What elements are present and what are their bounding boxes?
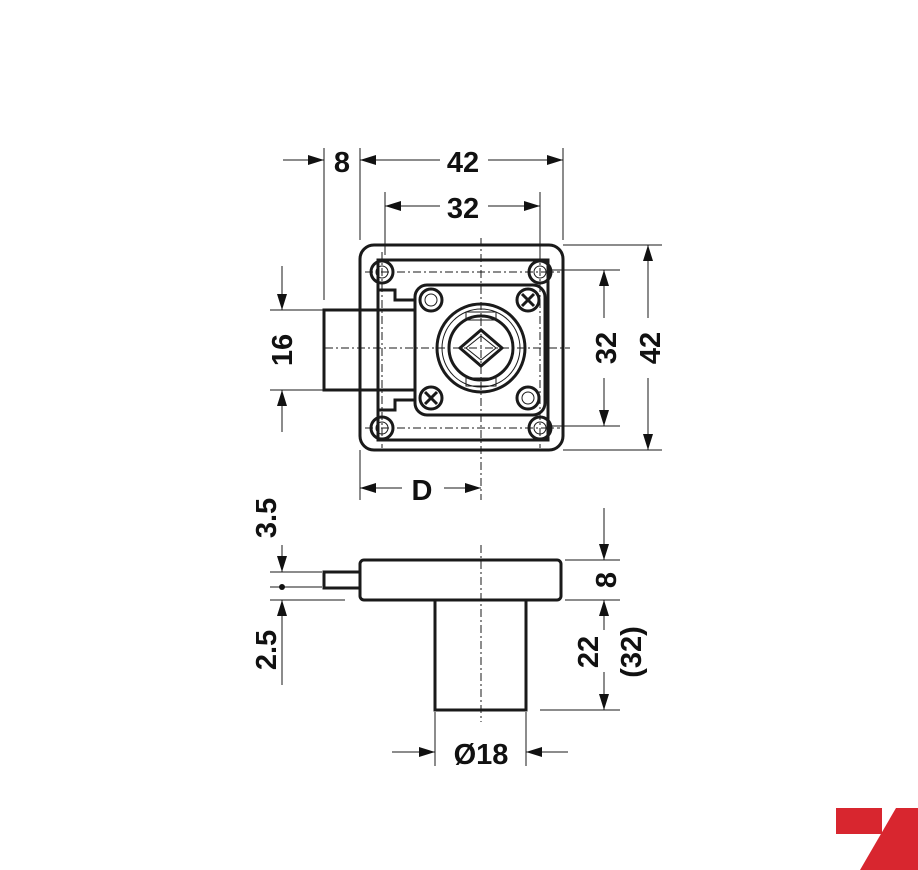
dim-top-width-inner: 32 xyxy=(447,193,479,225)
dim-right-outer-height: 42 xyxy=(635,332,667,364)
housing-hole-bottom-right xyxy=(515,385,541,411)
plate-notch-top xyxy=(378,288,415,302)
side-view xyxy=(322,545,563,722)
dim-side-bottom-offset: 2.5 xyxy=(251,630,283,670)
front-dimensions: 8 42 32 16 32 42 xyxy=(267,147,667,507)
dim-side-plate-thickness: 8 xyxy=(591,572,623,588)
housing-screw-bottom-left xyxy=(418,385,444,411)
brand-logo-icon xyxy=(836,808,918,870)
side-bolt xyxy=(322,570,362,590)
front-view xyxy=(322,238,570,500)
side-plate xyxy=(358,558,563,602)
bolt xyxy=(322,308,362,392)
lock-inner-plate xyxy=(376,258,550,442)
dim-right-inner-height: 32 xyxy=(591,332,623,364)
dim-top-offset: 8 xyxy=(334,147,350,179)
dim-top-width-outer: 42 xyxy=(447,147,479,179)
side-dimensions: 3.5 2.5 8 22 (32) Ø18 xyxy=(251,498,648,771)
housing-hole-top-left xyxy=(418,287,444,313)
dim-backset: D xyxy=(412,475,433,507)
dim-cylinder-length-alt: (32) xyxy=(616,626,648,678)
plate-notch-bottom xyxy=(378,398,415,412)
housing-screw-top-right xyxy=(515,287,541,313)
dim-cylinder-length: 22 xyxy=(573,636,605,668)
dim-side-top-offset: 3.5 xyxy=(251,498,283,538)
cylinder-housing xyxy=(413,283,547,417)
dim-left-bolt-height: 16 xyxy=(267,334,299,366)
dim-cylinder-diameter: Ø18 xyxy=(454,739,509,771)
